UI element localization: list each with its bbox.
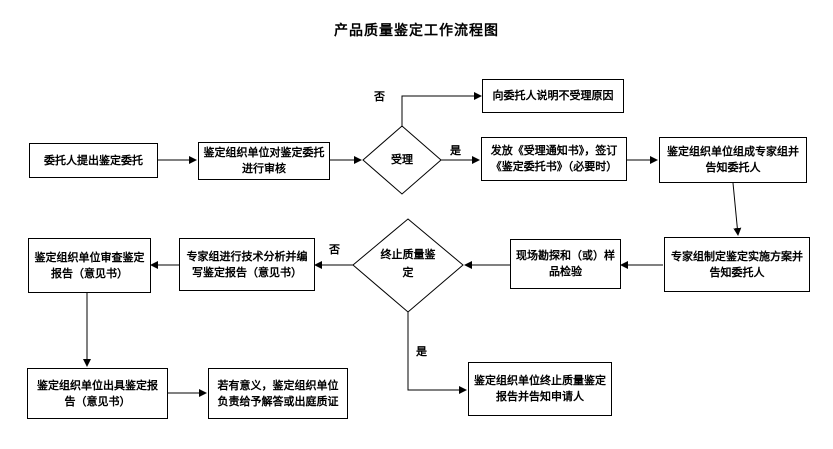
node-submit-request: 委托人提出鉴定委托: [29, 143, 158, 178]
node-answer-or-testify: 若有意义，鉴定组织单位负责给予解答或出庭质证: [208, 368, 348, 419]
edge-label-no-accept: 否: [374, 90, 385, 103]
edge-n5-n6: [732, 182, 742, 236]
diagram-title: 产品质量鉴定工作流程图: [334, 23, 499, 39]
decision-terminate-label: 终止质量鉴定: [380, 248, 436, 279]
node-issue-notice: 发放《受理通知书》，签订《鉴定委托书》（必要时）: [481, 137, 627, 181]
edge-d1-n3: [401, 92, 482, 126]
node-form-expert-group: 鉴定组织单位组成专家组并告知委托人: [659, 137, 807, 183]
edge-label-yes-accept: 是: [450, 144, 461, 157]
edge-d2-n12: [407, 312, 467, 394]
node-explain-rejection: 向委托人说明不受理原因: [482, 79, 624, 113]
node-make-plan: 专家组制定鉴定实施方案并告知委托人: [664, 237, 810, 292]
edge-label-yes-terminate: 是: [416, 345, 427, 358]
decision-accept-label: 受理: [391, 153, 413, 166]
edge-label-no-terminate: 否: [329, 243, 340, 256]
node-review-report: 鉴定组织单位审查鉴定报告（意见书）: [28, 238, 151, 293]
node-technical-analysis: 专家组进行技术分析并编写鉴定报告（意见书）: [179, 238, 315, 291]
node-site-inspection: 现场勘探和（或）样品检验: [510, 239, 621, 289]
node-terminate-notify: 鉴定组织单位终止质量鉴定报告并告知申请人: [468, 362, 612, 416]
decision-accept-diamond: [362, 125, 442, 195]
node-review-request: 鉴定组织单位对鉴定委托进行审核: [198, 142, 330, 180]
node-issue-report: 鉴定组织单位出具鉴定报告（意见书）: [27, 368, 168, 419]
